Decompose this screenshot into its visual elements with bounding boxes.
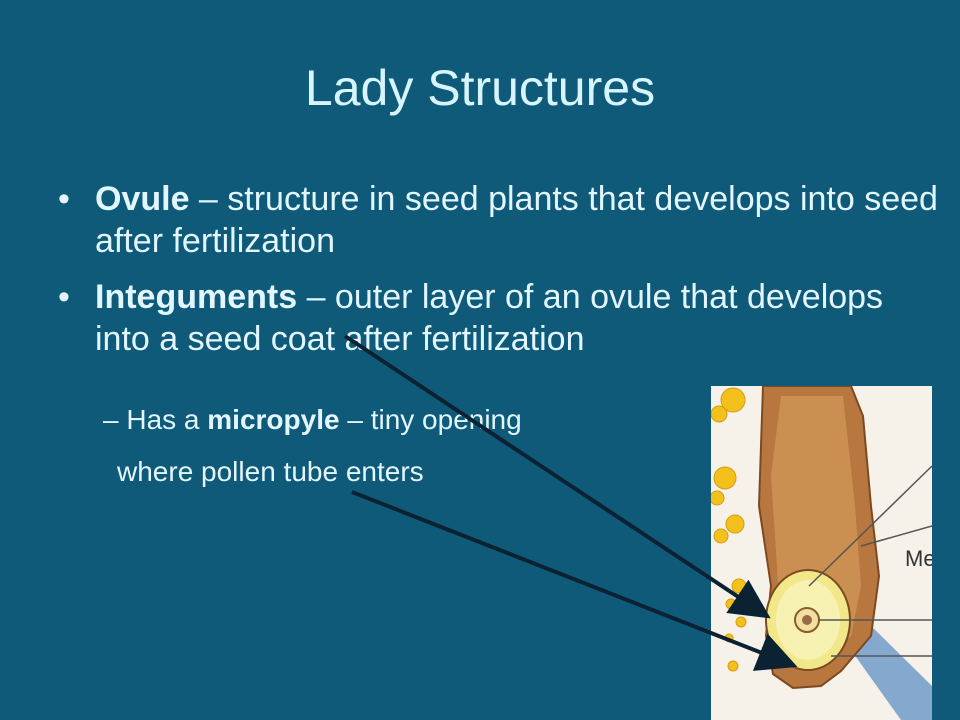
slide-title: Lady Structures bbox=[304, 60, 656, 116]
pollen-grain bbox=[724, 633, 734, 643]
pollen-grain bbox=[713, 466, 737, 490]
pollen-grain bbox=[725, 514, 745, 534]
bullet-marker: • bbox=[58, 278, 70, 316]
sub-prefix: – Has a bbox=[103, 404, 208, 435]
bullet-integuments: • Integuments – outer layer of an ovule … bbox=[58, 276, 938, 360]
pollen-grain bbox=[711, 490, 725, 506]
term-integuments: Integuments bbox=[95, 278, 298, 316]
definition-ovule: – structure in seed plants that develops… bbox=[95, 180, 938, 260]
bullet-marker: • bbox=[58, 180, 70, 218]
pollen-grain bbox=[731, 578, 747, 594]
pollen-grain bbox=[725, 598, 737, 610]
term-ovule: Ovule bbox=[95, 180, 190, 218]
figure-label: Me bbox=[905, 546, 932, 571]
pollen-grain bbox=[713, 528, 729, 544]
bullet-ovule: • Ovule – structure in seed plants that … bbox=[58, 178, 938, 262]
nucleus bbox=[802, 615, 812, 625]
label-line bbox=[808, 465, 932, 587]
pollen-grain bbox=[735, 616, 747, 628]
term-micropyle: micropyle bbox=[207, 404, 340, 435]
sub-definition: – tiny opening bbox=[339, 404, 522, 435]
pollen-grain bbox=[727, 660, 739, 672]
sub-continuation: where pollen tube enters bbox=[117, 456, 424, 487]
sub-bullet-micropyle: – Has a micropyle – tiny opening bbox=[103, 402, 703, 438]
label-line bbox=[860, 525, 932, 547]
pollen-grain bbox=[711, 405, 728, 423]
ovule-illustration: Me bbox=[711, 386, 932, 720]
bullet-list: • Ovule – structure in seed plants that … bbox=[58, 178, 938, 374]
